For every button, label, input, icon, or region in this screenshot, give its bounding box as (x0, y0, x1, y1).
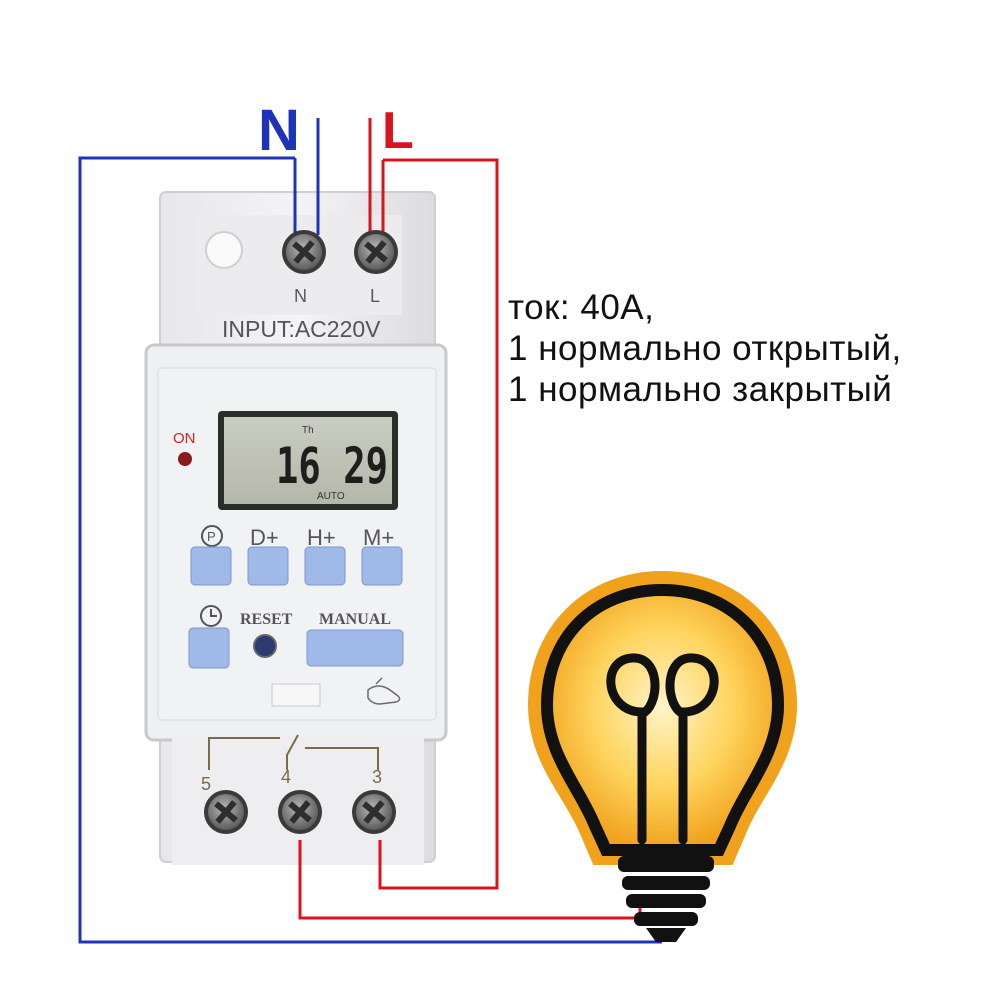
manual-button[interactable] (306, 629, 404, 667)
day-plus-label: D+ (250, 525, 279, 550)
lcd-mode: AUTO (317, 491, 345, 502)
terminal-number-3: 3 (372, 767, 382, 787)
screw-terminal-icon[interactable] (204, 790, 248, 834)
screw-terminal-icon[interactable] (352, 790, 396, 834)
lcd-time: 16 29 (276, 437, 388, 495)
svg-text:P: P (207, 529, 216, 544)
terminal-number-5: 5 (201, 774, 211, 794)
light-bulb-icon (527, 570, 798, 942)
power-led (178, 452, 192, 466)
minute-plus-button[interactable] (361, 546, 403, 586)
reset-label: RESET (240, 611, 293, 628)
spec-text: ток: 40А, 1 нормально открытый, 1 нормал… (508, 287, 988, 410)
screw-terminal-icon[interactable] (354, 230, 398, 274)
cover-latch (271, 683, 321, 707)
terminal-number-4: 4 (281, 767, 291, 787)
program-icon: P (201, 525, 223, 547)
minute-plus-label: M+ (363, 525, 394, 550)
reset-button[interactable] (253, 634, 277, 658)
hour-plus-label: H+ (307, 525, 336, 550)
lcd-day-marker: Th (302, 425, 314, 436)
live-wire-label: L (382, 102, 414, 160)
power-led-label: ON (173, 430, 196, 447)
hand-icon (367, 677, 401, 705)
terminal-label-l: L (370, 286, 380, 306)
mounting-hole (205, 231, 243, 269)
relay-contact-schematic (208, 734, 379, 770)
spec-normally-closed: 1 нормально закрытый (508, 370, 893, 409)
clock-icon (200, 605, 222, 627)
day-plus-button[interactable] (247, 546, 289, 586)
neutral-wire-label: N (258, 98, 300, 163)
terminal-label-n: N (294, 286, 307, 306)
manual-label: MANUAL (319, 611, 391, 628)
neutral-wire (78, 118, 662, 944)
live-wire (298, 118, 642, 920)
screw-terminal-icon[interactable] (278, 790, 322, 834)
hour-plus-button[interactable] (304, 546, 346, 586)
lcd-display (218, 411, 398, 510)
spec-current: ток: 40А, (508, 288, 655, 327)
program-button[interactable] (190, 546, 232, 586)
spec-normally-open: 1 нормально открытый, (508, 329, 902, 368)
clock-button[interactable] (188, 627, 230, 669)
screw-terminal-icon[interactable] (282, 230, 326, 274)
input-rating-label: INPUT:AC220V (222, 316, 381, 342)
